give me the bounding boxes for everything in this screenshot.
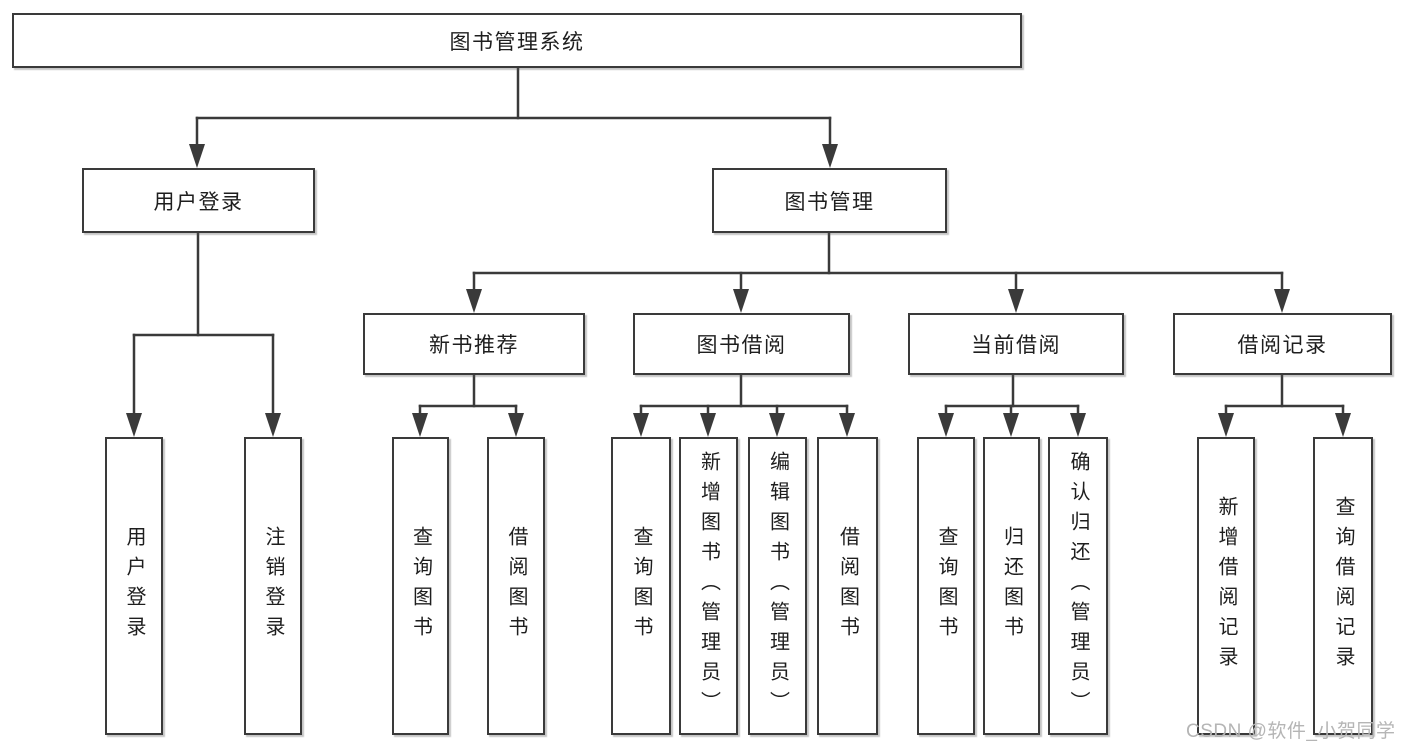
node-leaf-cb-query-book: 查询图书 — [917, 437, 975, 735]
connector-borrow-records-children — [1218, 373, 1351, 437]
arrowhead-icon — [189, 144, 205, 168]
arrowhead-icon — [733, 289, 749, 313]
arrowhead-icon — [412, 413, 428, 437]
node-book-mgmt: 图书管理 — [712, 168, 947, 233]
arrowhead-icon — [1335, 413, 1351, 437]
arrowhead-icon — [822, 144, 838, 168]
node-leaf-cb-confirm-return: 确认归还（管理员） — [1048, 437, 1108, 735]
arrowhead-icon — [769, 413, 785, 437]
connector-book-borrow-children — [633, 373, 855, 437]
node-leaf-bb-add-book: 新增图书（管理员） — [679, 437, 738, 735]
node-leaf-rec-borrow-book: 借阅图书 — [487, 437, 545, 735]
arrowhead-icon — [839, 413, 855, 437]
connector-root — [189, 65, 838, 168]
arrowhead-icon — [508, 413, 524, 437]
connector-new-book-rec-children — [412, 373, 524, 437]
node-root: 图书管理系统 — [12, 13, 1022, 68]
arrowhead-icon — [466, 289, 482, 313]
node-leaf-user-login: 用户登录 — [105, 437, 163, 735]
node-book-borrow: 图书借阅 — [633, 313, 850, 375]
node-leaf-br-query-record: 查询借阅记录 — [1313, 437, 1373, 735]
watermark: CSDN @软件_小贺同学 — [1186, 721, 1396, 742]
node-leaf-cb-return-book: 归还图书 — [983, 437, 1040, 735]
node-leaf-br-add-record: 新增借阅记录 — [1197, 437, 1255, 735]
arrowhead-icon — [1008, 289, 1024, 313]
arrowhead-icon — [700, 413, 716, 437]
node-leaf-bb-borrow-book: 借阅图书 — [817, 437, 878, 735]
connector-book-mgmt-children — [466, 231, 1290, 313]
node-current-borrow: 当前借阅 — [908, 313, 1124, 375]
node-user-login: 用户登录 — [82, 168, 315, 233]
node-leaf-bb-edit-book: 编辑图书（管理员） — [748, 437, 807, 735]
arrowhead-icon — [1070, 413, 1086, 437]
arrowhead-icon — [633, 413, 649, 437]
node-new-book-rec: 新书推荐 — [363, 313, 585, 375]
node-leaf-bb-query-book: 查询图书 — [611, 437, 671, 735]
arrowhead-icon — [265, 413, 281, 437]
arrowhead-icon — [1274, 289, 1290, 313]
node-borrow-records: 借阅记录 — [1173, 313, 1392, 375]
connector-current-borrow-children — [938, 373, 1086, 437]
arrowhead-icon — [1003, 413, 1019, 437]
arrowhead-icon — [938, 413, 954, 437]
connector-user-login-children — [126, 231, 281, 437]
arrowhead-icon — [126, 413, 142, 437]
node-leaf-logout: 注销登录 — [244, 437, 302, 735]
arrowhead-icon — [1218, 413, 1234, 437]
node-leaf-rec-query-book: 查询图书 — [392, 437, 449, 735]
